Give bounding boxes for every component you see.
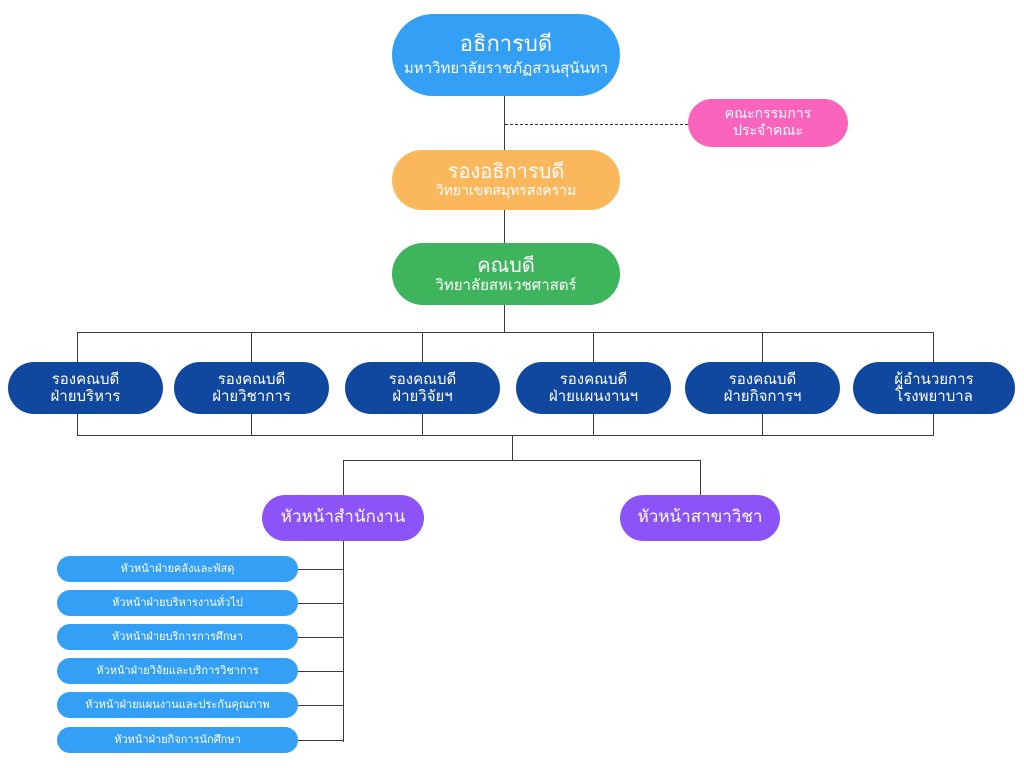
node-associate-dean-affairs[interactable]: รองคณบดี ฝ่ายกิจการฯ	[685, 362, 840, 414]
connector-bus-below-associate-deans	[77, 435, 934, 436]
node-faculty-committee[interactable]: คณะกรรมการ ประจำคณะ	[688, 99, 848, 147]
node-rector[interactable]: อธิการบดี มหาวิทยาลัยราชภัฏสวนสุนันทา	[392, 14, 620, 96]
node-associate-dean-academic-title: รองคณบดี	[217, 370, 286, 389]
node-dean-subtitle: วิทยาลัยสหเวชศาสตร์	[435, 276, 577, 295]
node-vice-rector-subtitle: วิทยาเขตสมุทรสงคราม	[435, 182, 577, 199]
connector-drop-associate-0	[77, 332, 78, 362]
connector-drop-associate-4	[762, 332, 763, 362]
node-head-of-office-title: หัวหน้าสำนักงาน	[280, 507, 406, 528]
connector-spine-sub-divisions	[343, 541, 344, 742]
node-sub-division-education-services-title: หัวหน้าฝ่ายบริการการศึกษา	[112, 629, 243, 643]
connector-drop-associate-2	[422, 332, 423, 362]
node-associate-dean-administration-title: รองคณบดี	[51, 370, 120, 389]
node-sub-division-research-academic-services-title: หัวหน้าฝ่ายวิจัยและบริการวิชาการ	[96, 663, 259, 677]
node-vice-rector[interactable]: รองอธิการบดี วิทยาเขตสมุทรสงคราม	[392, 150, 620, 210]
connector-riser-associate-5	[933, 414, 934, 435]
node-hospital-director[interactable]: ผู้อำนวยการ โรงพยาบาล	[853, 362, 1015, 414]
node-head-of-department-title: หัวหน้าสาขาวิชา	[637, 507, 763, 528]
node-sub-division-research-academic-services[interactable]: หัวหน้าฝ่ายวิจัยและบริการวิชาการ	[57, 658, 298, 684]
connector-riser-associate-1	[251, 414, 252, 435]
connector-branch-sub-0	[298, 569, 344, 570]
node-hospital-director-subtitle: โรงพยาบาล	[895, 387, 973, 405]
node-faculty-committee-title: คณะกรรมการ	[724, 105, 812, 122]
node-associate-dean-academic-subtitle: ฝ่ายวิชาการ	[212, 387, 291, 405]
node-head-of-office[interactable]: หัวหน้าสำนักงาน	[262, 495, 424, 541]
node-head-of-department[interactable]: หัวหน้าสาขาวิชา	[620, 495, 780, 541]
node-associate-dean-research[interactable]: รองคณบดี ฝ่ายวิจัยฯ	[345, 362, 500, 414]
node-sub-division-general-administration-title: หัวหน้าฝ่ายบริหารงานทั่วไป	[112, 595, 243, 609]
node-sub-division-finance-supplies-title: หัวหน้าฝ่ายคลังและพัสดุ	[120, 561, 235, 575]
node-associate-dean-planning-title: รองคณบดี	[559, 370, 628, 389]
node-rector-title: อธิการบดี	[459, 32, 553, 58]
connector-bus-above-associate-deans	[77, 332, 934, 333]
node-rector-subtitle: มหาวิทยาลัยราชภัฏสวนสุนันทา	[403, 58, 609, 77]
connector-branch-sub-5	[298, 740, 344, 741]
connector-spine-to-heads	[512, 435, 513, 461]
node-associate-dean-research-subtitle: ฝ่ายวิจัยฯ	[392, 387, 453, 405]
connector-drop-associate-3	[593, 332, 594, 362]
node-sub-division-finance-supplies[interactable]: หัวหน้าฝ่ายคลังและพัสดุ	[57, 556, 298, 582]
connector-branch-sub-2	[298, 637, 344, 638]
connector-vice-rector-to-dean	[504, 210, 505, 243]
node-sub-division-student-affairs-title: หัวหน้าฝ่ายกิจการนักศึกษา	[114, 732, 241, 746]
node-associate-dean-academic[interactable]: รองคณบดี ฝ่ายวิชาการ	[174, 362, 329, 414]
node-associate-dean-planning-subtitle: ฝ่ายแผนงานฯ	[548, 387, 639, 405]
connector-dashed-to-committee	[505, 124, 688, 125]
node-associate-dean-administration[interactable]: รองคณบดี ฝ่ายบริหาร	[8, 362, 163, 414]
connector-dean-to-associate-bus	[504, 305, 505, 333]
node-sub-division-education-services[interactable]: หัวหน้าฝ่ายบริการการศึกษา	[57, 624, 298, 650]
connector-drop-head-department	[700, 460, 701, 495]
connector-drop-head-office	[343, 460, 344, 495]
node-associate-dean-affairs-subtitle: ฝ่ายกิจการฯ	[723, 387, 802, 405]
connector-branch-sub-1	[298, 603, 344, 604]
connector-drop-associate-1	[251, 332, 252, 362]
node-sub-division-general-administration[interactable]: หัวหน้าฝ่ายบริหารงานทั่วไป	[57, 590, 298, 616]
connector-branch-sub-4	[298, 705, 344, 706]
node-faculty-committee-subtitle: ประจำคณะ	[733, 122, 803, 139]
connector-drop-associate-5	[933, 332, 934, 362]
connector-rector-to-vice-rector	[504, 96, 505, 150]
node-sub-division-planning-quality-assurance[interactable]: หัวหน้าฝ่ายแผนงานและประกันคุณภาพ	[57, 692, 298, 718]
node-associate-dean-planning[interactable]: รองคณบดี ฝ่ายแผนงานฯ	[516, 362, 671, 414]
node-associate-dean-affairs-title: รองคณบดี	[728, 370, 797, 389]
node-hospital-director-title: ผู้อำนวยการ	[894, 370, 974, 389]
connector-riser-associate-4	[762, 414, 763, 435]
connector-riser-associate-0	[77, 414, 78, 435]
node-sub-division-planning-quality-assurance-title: หัวหน้าฝ่ายแผนงานและประกันคุณภาพ	[85, 697, 270, 711]
node-dean-title: คณบดี	[477, 252, 535, 277]
node-sub-division-student-affairs[interactable]: หัวหน้าฝ่ายกิจการนักศึกษา	[57, 727, 298, 753]
connector-riser-associate-2	[422, 414, 423, 435]
connector-branch-sub-3	[298, 671, 344, 672]
node-associate-dean-administration-subtitle: ฝ่ายบริหาร	[50, 387, 121, 405]
connector-riser-associate-3	[593, 414, 594, 435]
node-associate-dean-research-title: รองคณบดี	[388, 370, 457, 389]
connector-bus-heads	[343, 460, 701, 461]
node-vice-rector-title: รองอธิการบดี	[447, 159, 565, 184]
node-dean[interactable]: คณบดี วิทยาลัยสหเวชศาสตร์	[392, 243, 620, 305]
